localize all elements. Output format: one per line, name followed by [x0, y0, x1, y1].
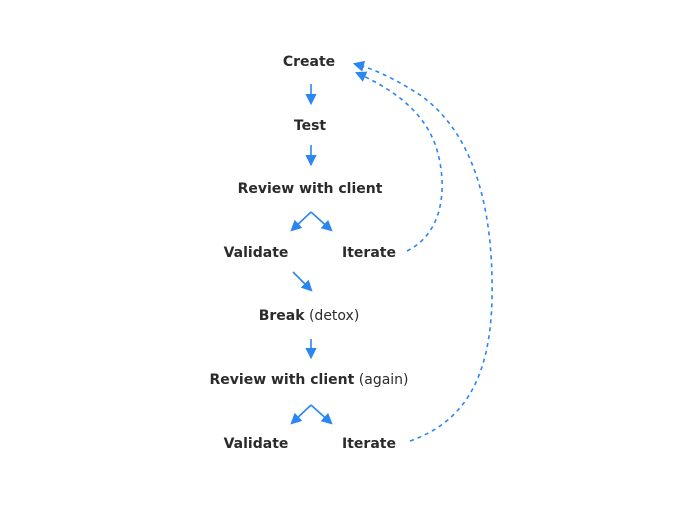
node-iterate-2: Iterate — [342, 435, 396, 453]
node-validate-2: Validate — [224, 435, 289, 453]
loop-iterate1-to-create — [354, 71, 443, 252]
node-validate-2-label: Validate — [223, 436, 289, 452]
branch-review1-left — [290, 211, 312, 232]
node-review-with-client-again-label: Review with client — [209, 372, 355, 388]
node-validate-1-label: Validate — [223, 245, 289, 261]
node-iterate-1-label: Iterate — [342, 245, 396, 261]
node-iterate-2-label: Iterate — [342, 436, 396, 452]
node-break-note: (detox) — [308, 308, 360, 324]
node-create-label: Create — [282, 54, 336, 70]
node-break-label: Break — [258, 308, 305, 324]
node-break: Break (detox) — [259, 307, 360, 325]
node-test: Test — [294, 117, 326, 135]
node-iterate-1: Iterate — [342, 244, 396, 262]
branch-review2-right — [310, 404, 333, 425]
node-review-with-client-again: Review with client (again) — [209, 371, 408, 389]
loop-iterate2-to-create — [352, 60, 493, 442]
node-validate-1: Validate — [224, 244, 289, 262]
branch-review1-right — [310, 211, 333, 232]
branch-review2-left — [290, 404, 312, 425]
node-test-label: Test — [293, 118, 327, 134]
node-review-with-client-label: Review with client — [237, 181, 383, 197]
node-create: Create — [283, 53, 335, 71]
arrow-validate-to-break — [292, 271, 313, 292]
node-review-with-client: Review with client — [238, 180, 383, 198]
node-review-with-client-again-note: (again) — [358, 372, 409, 388]
